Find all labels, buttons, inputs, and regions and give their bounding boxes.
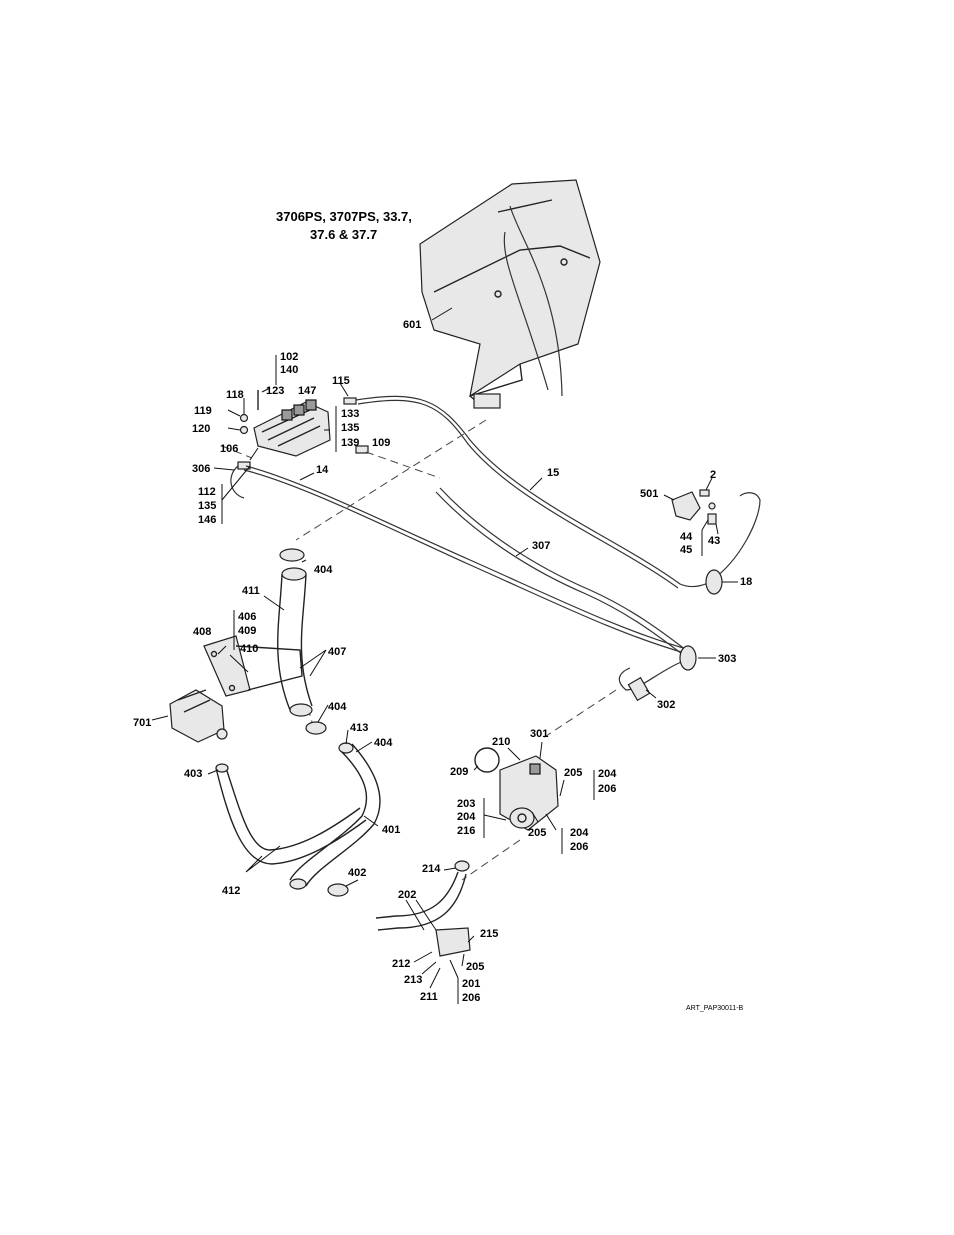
tube-214 [375, 860, 471, 957]
callout-43: 43 [708, 535, 720, 547]
callout-15: 15 [547, 467, 559, 479]
callout-402: 402 [348, 867, 366, 879]
callout-401: 401 [382, 824, 400, 836]
callout-140: 140 [280, 364, 298, 376]
callout-205c: 205 [466, 961, 484, 973]
callout-404a: 404 [314, 564, 333, 576]
callout-123: 123 [266, 385, 284, 397]
callout-411: 411 [242, 585, 260, 597]
callout-206a: 206 [598, 783, 616, 795]
callout-202: 202 [398, 889, 416, 901]
callout-2: 2 [710, 469, 716, 481]
callout-601: 601 [403, 319, 421, 331]
callout-203: 203 [457, 798, 475, 810]
callout-301: 301 [530, 728, 548, 740]
callout-413: 413 [350, 722, 368, 734]
callout-120: 120 [192, 423, 210, 435]
callout-labels: 601 102 140 115 118 123 147 119 133 120 … [133, 319, 752, 1004]
callout-205b: 205 [528, 827, 546, 839]
hose-assemblies [230, 395, 761, 691]
fitting-302 [627, 676, 651, 702]
reservoir-tank-601 [419, 179, 601, 409]
callout-leaders [151, 307, 738, 1004]
callout-306: 306 [192, 463, 210, 475]
callout-212: 212 [392, 958, 410, 970]
diagram-title-line-2: 37.6 & 37.7 [310, 227, 377, 242]
callout-206c: 206 [462, 992, 480, 1004]
callout-135: 135 [341, 422, 359, 434]
grommet-303 [679, 645, 697, 671]
callout-45: 45 [680, 544, 692, 556]
assembly-guide-lines [221, 419, 617, 881]
callout-204c: 204 [570, 827, 589, 839]
callout-408: 408 [193, 626, 211, 638]
callout-102: 102 [280, 351, 298, 363]
callout-106: 106 [220, 443, 238, 455]
callout-407: 407 [328, 646, 346, 658]
callout-206b: 206 [570, 841, 588, 853]
callout-119: 119 [194, 405, 212, 417]
callout-14: 14 [316, 464, 329, 476]
callout-412: 412 [222, 885, 240, 897]
callout-109: 109 [372, 437, 390, 449]
callout-302: 302 [657, 699, 675, 711]
bracket-410 [203, 635, 303, 697]
callout-135b: 135 [198, 500, 216, 512]
clamp-402 [327, 883, 349, 897]
callout-214: 214 [422, 863, 441, 875]
callout-139: 139 [341, 437, 359, 449]
callout-211: 211 [420, 991, 438, 1003]
callout-210: 210 [492, 736, 510, 748]
callout-112: 112 [198, 486, 216, 498]
callout-216: 216 [457, 825, 475, 837]
callout-701: 701 [133, 717, 151, 729]
suction-tube-411 [277, 548, 313, 717]
callout-118: 118 [226, 389, 244, 401]
callout-307: 307 [532, 540, 550, 552]
callout-115: 115 [332, 375, 350, 387]
clamp-404 [305, 721, 327, 735]
callout-215: 215 [480, 928, 498, 940]
callout-209: 209 [450, 766, 468, 778]
callout-403: 403 [184, 768, 202, 780]
callout-406: 406 [238, 611, 256, 623]
callout-133: 133 [341, 408, 359, 420]
callout-201: 201 [462, 978, 480, 990]
callout-213: 213 [404, 974, 422, 986]
oring-209 [474, 747, 500, 773]
callout-404b: 404 [328, 701, 347, 713]
hose-412 [215, 742, 381, 890]
control-valve-147 [239, 390, 331, 457]
callout-146: 146 [198, 514, 216, 526]
art-reference-id: ART_PAP30011-B [686, 1005, 744, 1012]
pump-701 [169, 689, 228, 743]
grommet-18 [705, 569, 723, 595]
diagram-title-line-1: 3706PS, 3707PS, 33.7, [276, 209, 412, 224]
callout-147: 147 [298, 385, 316, 397]
callout-410: 410 [240, 643, 258, 655]
gear-pump-210 [499, 755, 559, 831]
callout-303: 303 [718, 653, 736, 665]
valve-fittings [237, 397, 369, 470]
callout-44: 44 [680, 531, 693, 543]
callout-404c: 404 [374, 737, 393, 749]
callout-501: 501 [640, 488, 658, 500]
filter-head-501 [671, 489, 717, 525]
callout-18: 18 [740, 576, 752, 588]
callout-204a: 204 [598, 768, 617, 780]
callout-409: 409 [238, 625, 256, 637]
callout-205a: 205 [564, 767, 582, 779]
callout-204b: 204 [457, 811, 476, 823]
